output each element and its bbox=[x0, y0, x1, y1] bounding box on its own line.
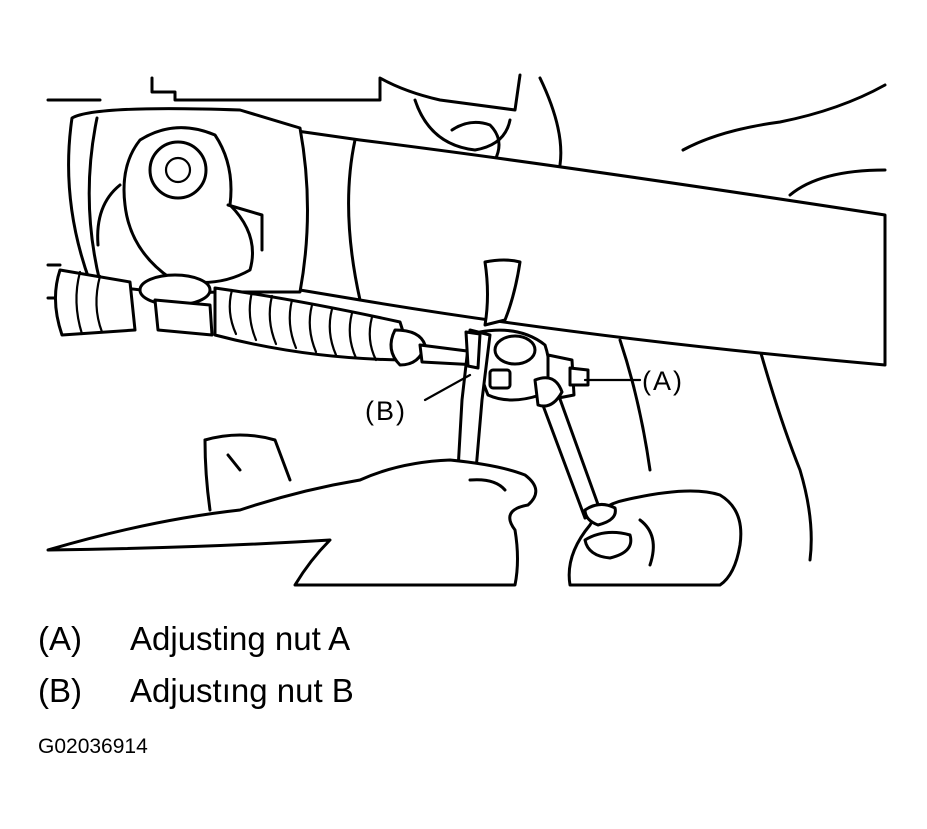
leader-line-b bbox=[423, 373, 472, 402]
universal-joint bbox=[67, 107, 309, 307]
hands bbox=[46, 433, 743, 587]
legend-text: Adjusting nut A bbox=[130, 620, 351, 657]
legend-text: Adjustıng nut B bbox=[130, 672, 354, 709]
legend-key: (B) bbox=[38, 672, 82, 709]
callout-b: (B) bbox=[365, 396, 407, 426]
callout-a: (A) bbox=[642, 366, 684, 396]
wrench-a bbox=[533, 376, 602, 520]
legend-row-b: (B) Adjustıng nut B bbox=[38, 672, 354, 724]
legend: (A) Adjusting nut A (B) Adjustıng nut B bbox=[38, 620, 354, 724]
adjusting-nut-assembly bbox=[477, 258, 590, 402]
rubber-boot bbox=[53, 268, 427, 367]
steering-gearbox-diagram: (A) (B) bbox=[46, 73, 887, 587]
legend-row-a: (A) Adjusting nut A bbox=[38, 620, 354, 672]
figure-code: G02036914 bbox=[38, 735, 148, 758]
legend-key: (A) bbox=[38, 620, 82, 657]
vehicle-frame-lines bbox=[46, 73, 887, 562]
wrench-b bbox=[456, 328, 492, 472]
